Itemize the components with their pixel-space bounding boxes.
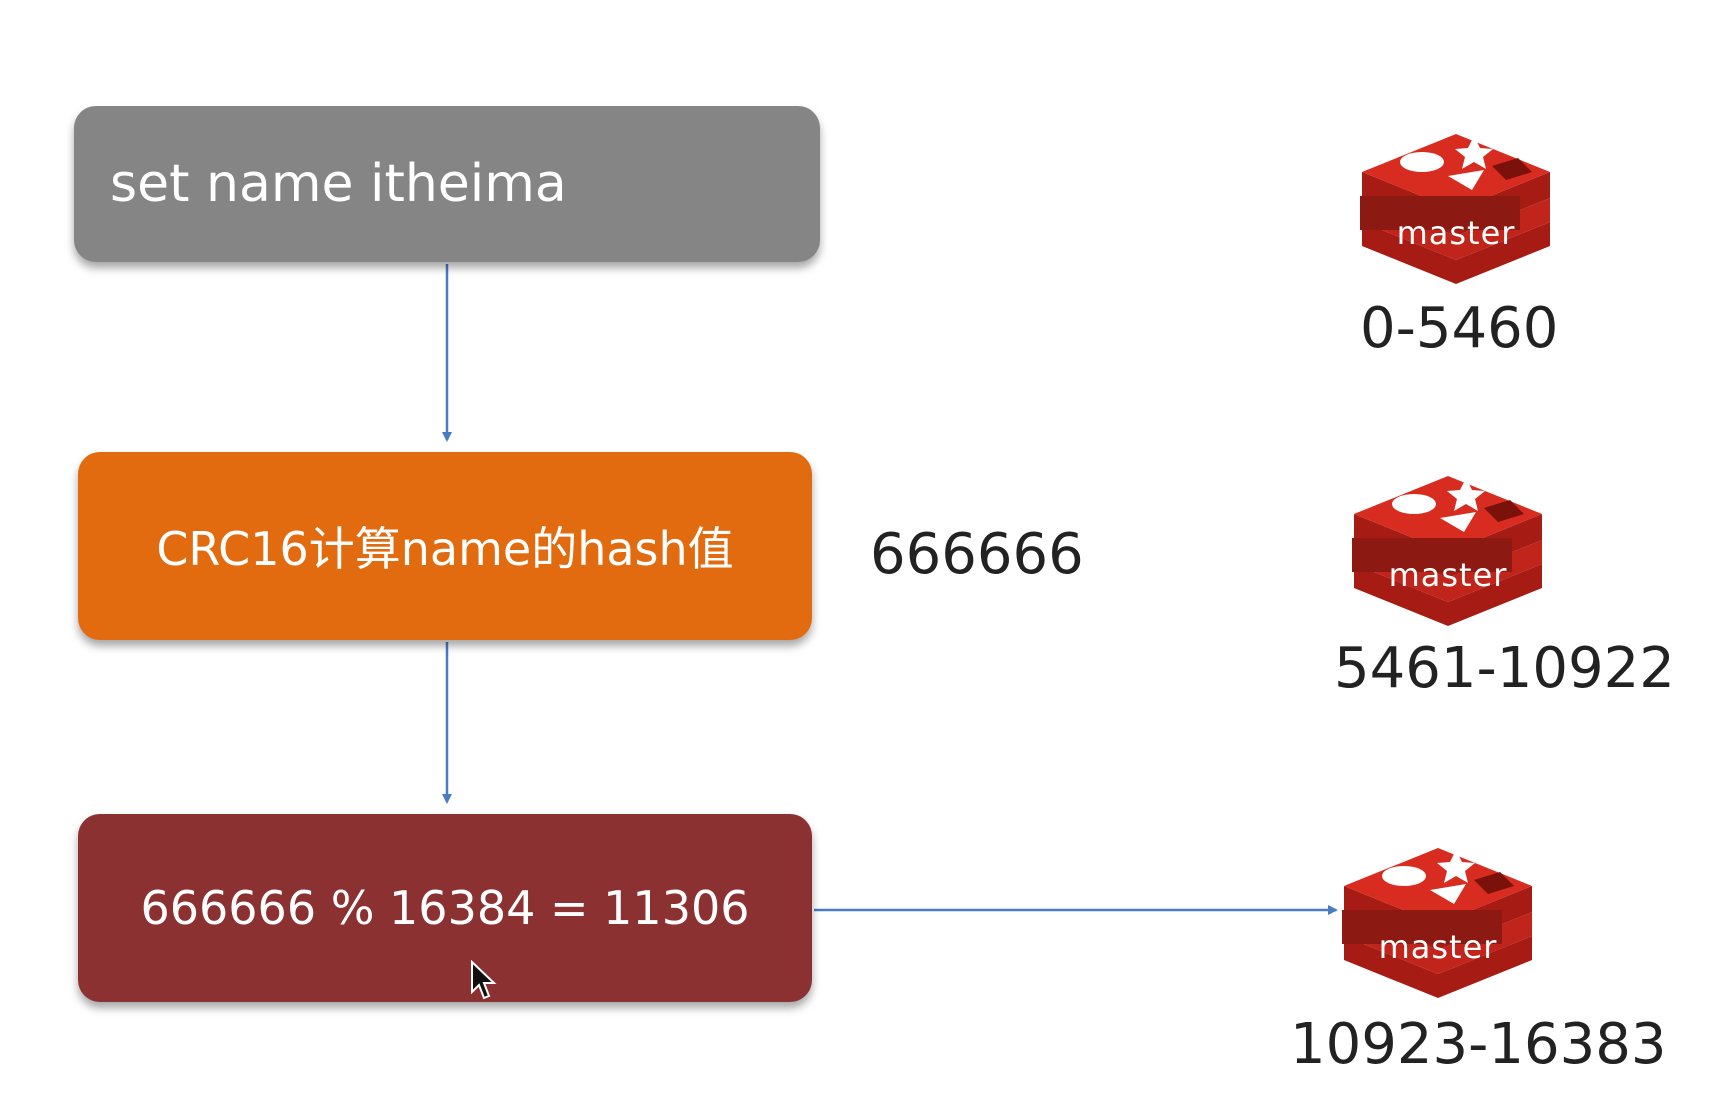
master-node-1: master xyxy=(1356,114,1556,284)
mouse-cursor-icon xyxy=(471,960,497,1000)
command-box: set name itheima xyxy=(74,106,820,262)
modulo-box: 666666 % 16384 = 11306 xyxy=(78,814,812,1002)
master-node-3: master xyxy=(1338,828,1538,998)
crc16-box: CRC16计算name的hash值 xyxy=(78,452,812,640)
redis-icon xyxy=(1352,476,1542,626)
modulo-text: 666666 % 16384 = 11306 xyxy=(140,881,750,935)
slot-range-1: 0-5460 xyxy=(1360,296,1559,361)
slot-range-3: 10923-16383 xyxy=(1290,1012,1667,1077)
master-node-2: master xyxy=(1348,456,1548,626)
slot-range-2: 5461-10922 xyxy=(1334,636,1675,701)
crc16-text: CRC16计算name的hash值 xyxy=(156,522,734,576)
redis-icon xyxy=(1360,134,1550,284)
node-label: master xyxy=(1396,214,1516,252)
node-label: master xyxy=(1388,556,1508,594)
hash-value: 666666 xyxy=(870,522,1084,587)
command-text: set name itheima xyxy=(110,154,567,214)
node-label: master xyxy=(1378,928,1498,966)
redis-icon xyxy=(1342,848,1532,998)
